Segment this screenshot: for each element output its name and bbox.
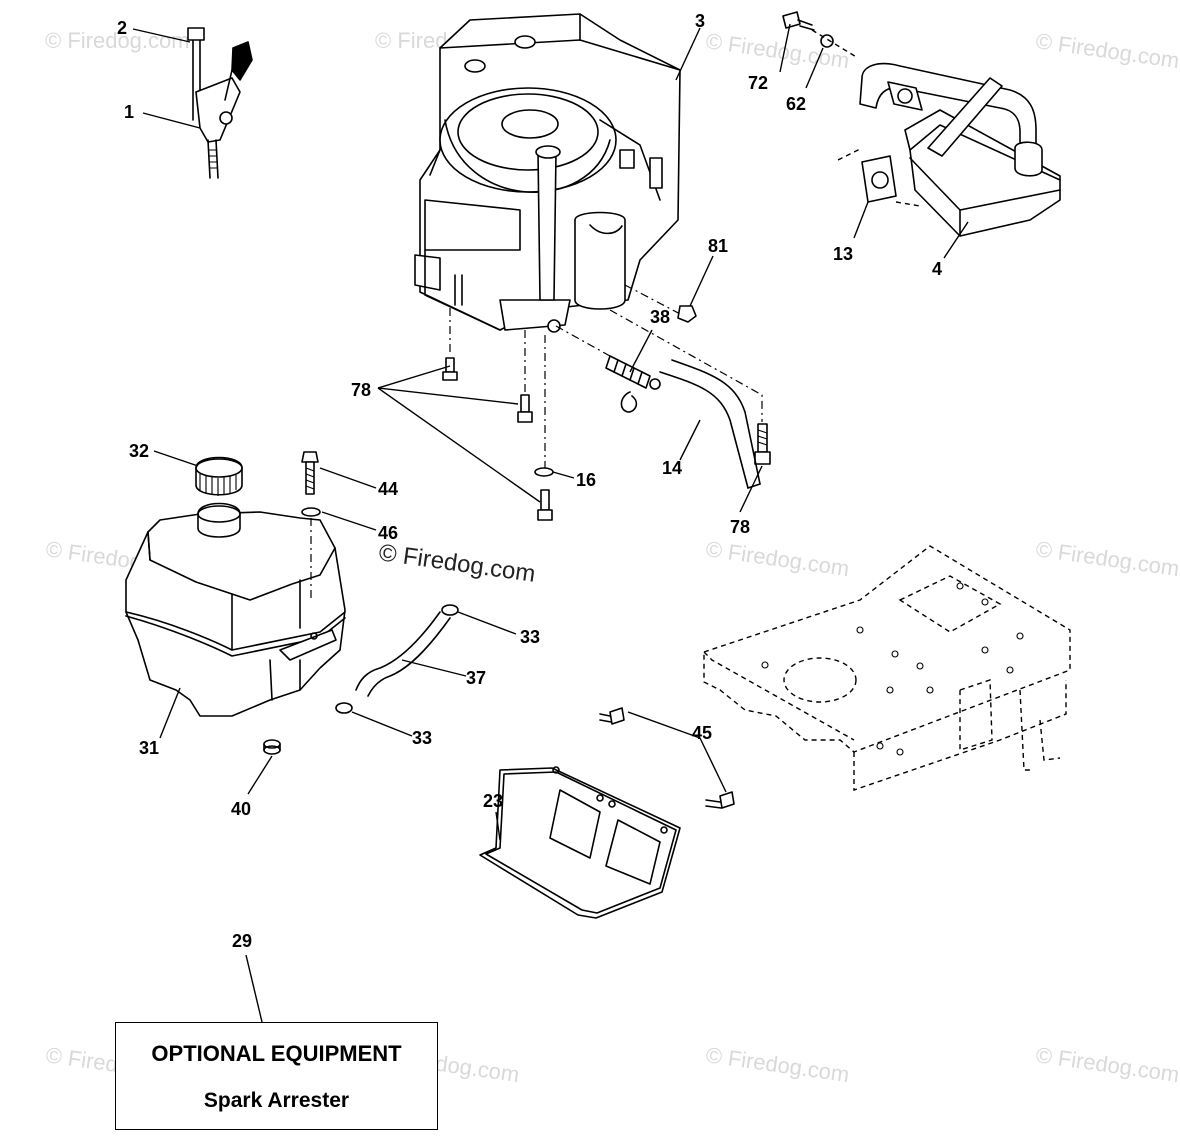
callout-23: 23 (483, 791, 503, 811)
callout-13: 13 (833, 244, 853, 264)
bushing-part (263, 739, 281, 755)
callout-33: 33 (412, 728, 432, 748)
watermark: © Firedog.com (704, 536, 851, 581)
callout-78: 78 (351, 380, 371, 400)
engine-bolt-part (517, 394, 533, 423)
callout-37: 37 (466, 668, 486, 688)
muffler-gasket-part (861, 155, 897, 203)
callout-4: 4 (932, 259, 942, 279)
engine-bolt-part (754, 423, 771, 465)
fuel-tank-part (125, 502, 346, 717)
callouts: 2 1 3 72 62 13 4 81 38 78 14 16 78 32 44… (117, 11, 942, 951)
fuel-cap-part (195, 456, 243, 496)
callout-46: 46 (378, 523, 398, 543)
hose-clamp-part (335, 702, 353, 714)
muffler-washer-part (820, 34, 834, 48)
clamp-part (677, 305, 697, 323)
callout-31: 31 (139, 738, 159, 758)
callout-3: 3 (695, 11, 705, 31)
tank-screw-part (301, 451, 319, 495)
shield-bolt-part (599, 707, 625, 725)
gasket-guide (837, 147, 921, 207)
centerline (555, 325, 611, 357)
callout-72: 72 (748, 73, 768, 93)
centerline (609, 309, 763, 422)
lock-washer-part (534, 467, 554, 477)
engine-bolt-part (537, 489, 553, 521)
leader-lines (132, 23, 969, 1023)
centerline (624, 284, 685, 317)
watermark-main: © Firedog.com (377, 539, 537, 588)
fuel-filter-part (605, 355, 661, 413)
shield-bolt-part (705, 791, 735, 809)
optional-equipment-box: OPTIONAL EQUIPMENT Spark Arrester (115, 1022, 438, 1130)
optional-equipment-title: OPTIONAL EQUIPMENT (151, 1041, 402, 1066)
callout-44: 44 (378, 479, 398, 499)
callout-62: 62 (786, 94, 806, 114)
throttle-control-part (187, 27, 253, 179)
callout-78: 78 (730, 517, 750, 537)
callout-1: 1 (124, 102, 134, 122)
fuel-line-part (659, 359, 761, 489)
watermark: © Firedog.com (1034, 536, 1180, 581)
callout-81: 81 (708, 236, 728, 256)
callout-14: 14 (662, 458, 682, 478)
watermark: © Firedog.com (1034, 28, 1180, 73)
callout-2: 2 (117, 18, 127, 38)
heat-shield-part (479, 766, 681, 919)
callout-33: 33 (520, 627, 540, 647)
muffler-bolt-part (782, 11, 801, 29)
callout-45: 45 (692, 723, 712, 743)
engine-bolt-part (442, 357, 458, 381)
optional-equipment-subtitle: Spark Arrester (203, 1089, 350, 1112)
watermark: © Firedog.com (704, 1042, 851, 1087)
callout-16: 16 (576, 470, 596, 490)
watermark: © Firedog.com (45, 28, 190, 53)
callout-32: 32 (129, 441, 149, 461)
callout-40: 40 (231, 799, 251, 819)
callout-38: 38 (650, 307, 670, 327)
tractor-frame-part (703, 545, 1071, 791)
engine-part (414, 13, 681, 333)
callout-29: 29 (232, 931, 252, 951)
tank-washer-part (301, 507, 321, 517)
hose-clamp-part (441, 604, 459, 616)
tank-fuel-line-part (355, 611, 451, 697)
watermark: © Firedog.com (1034, 1042, 1180, 1087)
muffler-part (859, 62, 1061, 237)
